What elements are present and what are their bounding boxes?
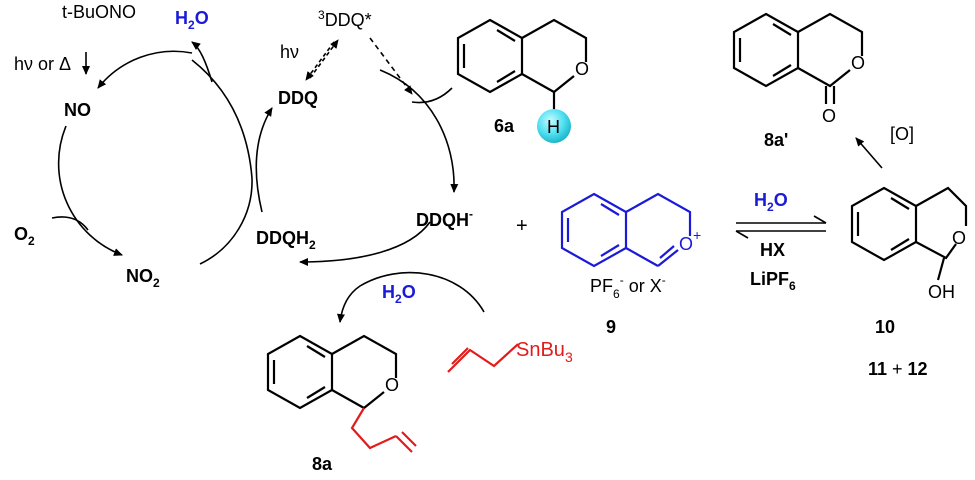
10-benzene-ring	[850, 186, 918, 262]
8a-allyl-double-bond	[401, 431, 417, 447]
6a-label: 6a	[494, 116, 515, 136]
10-double-bond-1	[890, 197, 910, 210]
8a-prime-ring-oxygen: O	[851, 53, 865, 73]
o2-label: O2	[14, 224, 35, 248]
lipf6-label: LiPF6	[750, 269, 796, 293]
h2o-top-label: H2O	[175, 8, 209, 32]
allylation-arrow	[337, 271, 485, 323]
set-arrow	[369, 37, 413, 95]
ddqh2-label: DDQH2	[256, 228, 316, 252]
stannane-chain	[447, 343, 519, 373]
ddq-cycle	[255, 37, 485, 323]
h2o-leaving-arrow	[191, 41, 213, 83]
h2o-mid-label: H2O	[382, 282, 416, 306]
cycle-arrow-to-ddq	[255, 107, 273, 213]
compound-8a-prime: O O 8a'	[732, 12, 865, 150]
6a-hydrogen: H	[547, 117, 560, 137]
9-oxonium: O+	[679, 227, 701, 254]
8a-label: 8a	[312, 454, 333, 474]
10-ring-oxygen: O	[952, 228, 966, 248]
oxidant-label: [O]	[890, 124, 914, 144]
compound-6a: O H 6a	[456, 18, 589, 143]
equilibrium-reverse-head	[735, 230, 749, 239]
8a-prime-pyran-bottom	[797, 67, 851, 88]
9-benzene-ring	[560, 192, 628, 268]
6a-double-bond-3	[496, 70, 516, 83]
6a-pyran-bottom	[521, 73, 575, 94]
10-double-bond-3	[890, 238, 910, 251]
10-pyran-bottom	[915, 241, 957, 260]
8a-allyl-vinyl	[395, 435, 413, 453]
8a-pyran-top	[331, 334, 398, 378]
8a-prime-benzene-ring	[732, 12, 800, 88]
compound-9: O+ PF6- or X- 9	[560, 192, 701, 337]
tbuono-label: t-BuONO	[62, 2, 136, 22]
cycle-arc-no2-up	[199, 177, 253, 265]
6a-benzene-ring	[456, 18, 524, 94]
10-c-oh-bond	[936, 257, 946, 281]
8a-pyran-bottom	[331, 389, 385, 410]
8a-double-bond-1	[306, 345, 326, 358]
stannane-label: SnBu3	[516, 339, 573, 365]
6a-hydrogen-highlight	[537, 109, 571, 143]
9-co-bond	[657, 249, 679, 267]
11-12-label: 11 + 12	[868, 359, 928, 379]
hx-label: HX	[760, 240, 785, 260]
triplet-ddq-label: 3DDQ*	[318, 8, 372, 30]
9-label: 9	[606, 317, 616, 337]
8a-prime-double-bond-1	[772, 23, 792, 36]
8a-allyl-chain	[350, 407, 397, 450]
9-c-c-bond	[625, 247, 659, 267]
cycle-arrow-to-ddqh	[379, 69, 459, 193]
ddqh-minus-label: DDQH-	[416, 207, 473, 230]
cycle-arrow-to-no	[97, 50, 193, 89]
8a-prime-label: 8a'	[764, 130, 788, 150]
equilibrium-forward-head	[813, 215, 827, 224]
h2o-right-label: H2O	[754, 190, 788, 214]
8a-prime-carbonyl-oxygen: O	[822, 106, 836, 126]
9-double-bond-3	[600, 244, 620, 257]
8a-double-bond-3	[306, 386, 326, 399]
8a-oxygen: O	[385, 375, 399, 395]
compound-10: O OH 10 11 + 12	[850, 186, 968, 379]
o2-arrow	[51, 216, 89, 231]
9-double-bond-1	[600, 203, 620, 216]
cycle-arc-right	[191, 59, 253, 179]
6a-pyran-top	[521, 18, 588, 62]
oxidation-arrow	[855, 137, 883, 169]
substrate-entry-arrow	[411, 87, 453, 104]
6a-double-bond-1	[496, 29, 516, 42]
6a-oxygen: O	[575, 59, 589, 79]
9-pyran-top	[625, 192, 692, 236]
ddq-label: DDQ	[278, 88, 318, 108]
10-pyran-top	[915, 186, 968, 226]
8a-prime-pyran-top	[797, 12, 864, 56]
no-label: NO	[64, 100, 91, 120]
excitation-arrow	[309, 39, 339, 79]
10-label: 10	[875, 317, 895, 337]
10-hydroxyl: OH	[928, 282, 955, 302]
stannane-double-bond	[451, 347, 469, 365]
9-counterions: PF6- or X-	[590, 273, 666, 301]
plus-sign: +	[516, 215, 528, 237]
equilibrium	[735, 215, 827, 239]
no-cycle	[51, 41, 253, 265]
allyl-stannane: SnBu3	[447, 339, 573, 373]
9-co-double-bond	[659, 245, 675, 259]
cycle-arrow-to-ddqh2	[299, 221, 431, 266]
relaxation-arrow	[305, 41, 335, 81]
8a-prime-double-bond-3	[772, 64, 792, 77]
hv-or-delta-label: hν or Δ	[14, 54, 71, 74]
8a-benzene-ring	[266, 334, 334, 410]
no2-label: NO2	[126, 266, 160, 290]
compound-8a: O 8a	[266, 334, 417, 474]
hv-label: hν	[280, 42, 299, 62]
cycle-arrow-to-no2	[57, 125, 123, 256]
